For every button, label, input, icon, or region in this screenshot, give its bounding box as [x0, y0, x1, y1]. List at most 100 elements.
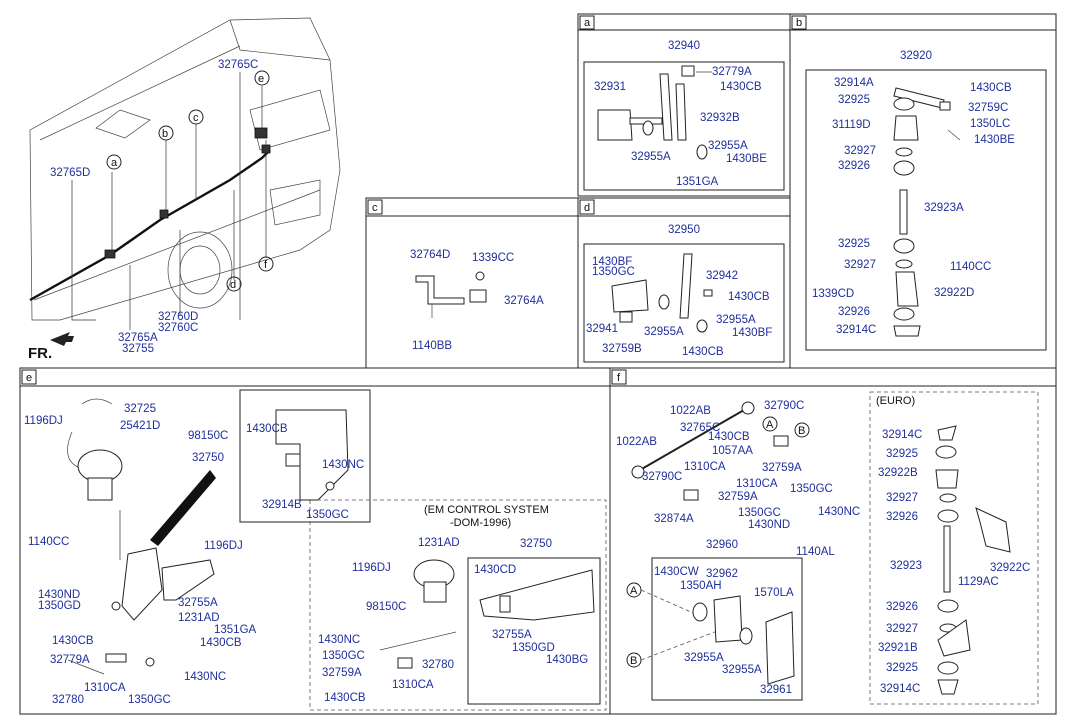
part-number-label: 32764D	[410, 249, 450, 261]
part-number-label: 1196DJ	[204, 540, 243, 552]
label-32760D: 32760D	[158, 311, 198, 323]
part-number-label: 32764A	[504, 295, 544, 307]
part-number-label: 1350GD	[38, 600, 81, 612]
part-number-label: 32925	[886, 662, 918, 674]
part-number-label: 32914C	[836, 324, 876, 336]
part-number-label: 32925	[838, 238, 870, 250]
part-number-label: 1430NC	[322, 459, 364, 471]
label-32765C: 32765C	[218, 59, 258, 71]
part-number-label: 32961	[760, 684, 792, 696]
main-callouts: a b c d e f	[106, 70, 274, 292]
part-number-label: 1310CA	[392, 679, 434, 691]
panel-e-title: e	[26, 372, 32, 384]
part-number-label: 1339CD	[812, 288, 854, 300]
part-number-label: 32926	[838, 160, 870, 172]
panel-c-labels: 32764D 1339CC 32764A 1140BB	[410, 249, 544, 352]
part-number-label: 1129AC	[958, 576, 999, 588]
panel-f-labels: 1022AB 32790C 32765C 1022AB 1430CB 1057A…	[616, 395, 1030, 696]
euro-title: (EURO)	[876, 395, 915, 407]
part-number-label: 1350GD	[512, 642, 555, 654]
part-number-label: B	[630, 655, 637, 667]
panel-badges: a b c d e f	[21, 15, 807, 385]
part-number-label: 1022AB	[670, 405, 711, 417]
part-number-label: 32940	[668, 40, 700, 52]
part-number-label: 1310CA	[684, 461, 726, 473]
part-number-label: 1430CB	[324, 692, 366, 704]
part-number-label: 32960	[706, 539, 738, 551]
part-number-label: 32755A	[178, 597, 218, 609]
part-number-label: 32955A	[631, 151, 671, 163]
part-number-label: 32950	[668, 224, 700, 236]
part-number-label: 32925	[886, 448, 918, 460]
part-number-label: 25421D	[120, 420, 160, 432]
panel-b-frame	[789, 13, 1057, 369]
part-number-label: 32955A	[644, 326, 684, 338]
part-number-label: 32922D	[934, 287, 974, 299]
part-number-label: 1350LC	[970, 118, 1010, 130]
part-number-label: 1057AA	[712, 445, 753, 457]
part-number-label: 32922B	[878, 467, 918, 479]
part-number-label: 32750	[520, 538, 552, 550]
panel-f-title: f	[617, 372, 621, 384]
part-number-label: 32955A	[722, 664, 762, 676]
part-number-label: 32779A	[712, 66, 752, 78]
panel-b-parts	[893, 87, 961, 337]
part-number-label: 1350GC	[322, 650, 365, 662]
part-number-label: 32759A	[322, 667, 362, 679]
part-number-label: 1430NC	[184, 671, 226, 683]
part-number-label: 98150C	[366, 601, 406, 613]
label-32760C: 32760C	[158, 322, 198, 334]
part-number-label: 32759A	[718, 491, 758, 503]
part-number-label: 1231AD	[418, 537, 460, 549]
part-number-label: 1196DJ	[352, 562, 391, 574]
panel-e-parts	[67, 398, 595, 675]
part-number-label: 1350GC	[592, 266, 635, 278]
panel-c-frame	[365, 197, 579, 369]
van-illustration	[29, 17, 341, 346]
part-number-label: 1310CA	[84, 682, 126, 694]
part-number-label: 32750	[192, 452, 224, 464]
part-number-label: 1430BG	[546, 654, 588, 666]
part-number-label: 1430CB	[246, 423, 288, 435]
part-number-label: 32962	[706, 568, 738, 580]
panel-b-labels: 32920 32914A 1430CB 32925 32759C 31119D …	[812, 50, 1015, 336]
panel-b-title: b	[796, 17, 802, 29]
part-number-label: 1430CD	[474, 564, 516, 576]
part-number-label: 32927	[844, 145, 876, 157]
part-number-label: 1430CB	[720, 81, 762, 93]
panel-frames	[19, 13, 1057, 715]
part-number-label: 1430CB	[708, 431, 750, 443]
part-number-label: 32874A	[654, 513, 694, 525]
part-number-label: 32759A	[762, 462, 802, 474]
part-number-label: 98150C	[188, 430, 228, 442]
part-number-label: 1140CC	[950, 261, 991, 273]
panel-d-parts	[611, 253, 713, 333]
label-32765A: 32765A	[118, 332, 158, 344]
part-number-label: 1231AD	[178, 612, 220, 624]
part-number-label: 1350GC	[306, 509, 349, 521]
callout-c: c	[193, 112, 199, 124]
part-number-label: 32941	[586, 323, 618, 335]
part-number-label: 32942	[706, 270, 738, 282]
part-number-label: 1430CB	[970, 82, 1012, 94]
part-number-label: 1430CW	[654, 566, 699, 578]
part-number-label: A	[630, 585, 638, 597]
part-number-label: 32759B	[602, 343, 642, 355]
part-number-label: 32920	[900, 50, 932, 62]
part-number-label: 1430CB	[728, 291, 770, 303]
panel-f-frame	[609, 367, 1057, 715]
part-number-label: 32926	[886, 511, 918, 523]
part-number-label: 1430ND	[38, 589, 80, 601]
part-number-label: 1430CB	[200, 637, 242, 649]
part-number-label: 32914C	[882, 429, 922, 441]
part-number-label: 32914B	[262, 499, 302, 511]
part-number-label: 32759C	[968, 102, 1008, 114]
part-number-label: 1430NC	[818, 506, 860, 518]
part-number-label: 32955A	[716, 314, 756, 326]
em-control-subtitle: -DOM-1996)	[450, 517, 511, 529]
part-number-label: 1351GA	[676, 176, 719, 188]
panel-f-parts: A B A B	[626, 401, 1011, 695]
panel-a-labels: 32940 32931 32779A 1430CB 32932B 32955A …	[594, 40, 767, 188]
